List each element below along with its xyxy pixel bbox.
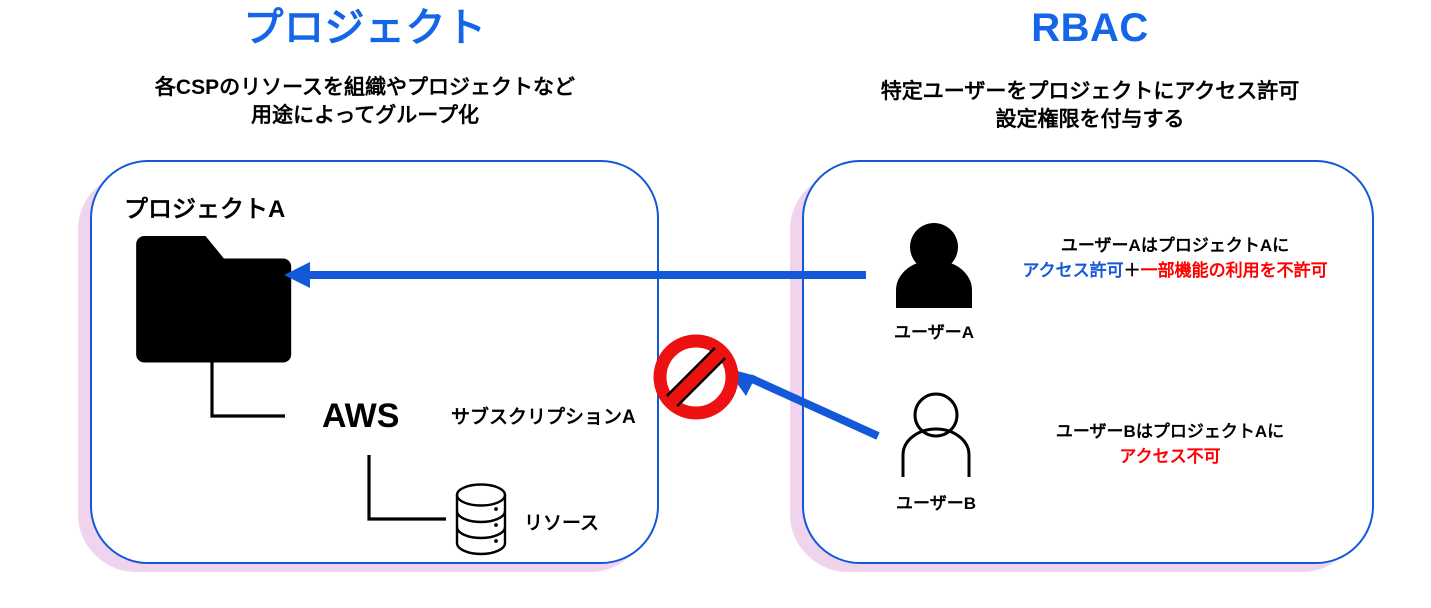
right-column-title: RBAC [1031, 6, 1149, 50]
user-a-note-deny: 一部機能の利用を不許可 [1140, 260, 1328, 280]
folder-icon [134, 236, 294, 363]
aws-label: AWS [322, 397, 400, 435]
elbow-connector-aws-resource [362, 455, 452, 527]
arrow-user-a-to-project [280, 258, 876, 292]
user-outline-icon [898, 392, 974, 477]
user-a-note-plus: ＋ [1123, 260, 1141, 280]
arrow-user-b-to-deny [718, 362, 888, 446]
user-a-note-allow: アクセス許可 [1022, 260, 1124, 280]
right-panel [802, 160, 1374, 564]
user-b-note-line1: ユーザーBはプロジェクトAに [1055, 422, 1285, 441]
right-column-subtitle: 特定ユーザーをプロジェクトにアクセス許可 設定権限を付与する [880, 80, 1300, 131]
user-b-caption: ユーザーB [896, 494, 976, 513]
prohibition-icon [653, 334, 739, 420]
project-a-label: プロジェクトA [124, 196, 286, 223]
user-a-note-line2: アクセス許可＋一部機能の利用を不許可 [1000, 259, 1350, 284]
subscription-a-label: サブスクリプションA [451, 407, 636, 428]
elbow-connector-folder-aws [205, 358, 295, 422]
resource-label: リソース [524, 513, 600, 534]
user-b-note-deny: アクセス不可 [1119, 446, 1221, 466]
left-column-title: プロジェクト [243, 6, 487, 50]
user-b-note-line2: アクセス不可 [1040, 445, 1300, 470]
left-column-subtitle: 各CSPのリソースを組織やプロジェクトなど 用途によってグループ化 [154, 76, 576, 127]
user-a-note: ユーザーAはプロジェクトAに アクセス許可＋一部機能の利用を不許可 [1000, 234, 1350, 283]
user-a-caption: ユーザーA [894, 323, 974, 342]
user-a-note-line1: ユーザーAはプロジェクトAに [1060, 236, 1290, 255]
user-b-note: ユーザーBはプロジェクトAに アクセス不可 [1040, 420, 1300, 469]
database-icon [452, 483, 510, 556]
user-filled-icon [893, 223, 975, 308]
